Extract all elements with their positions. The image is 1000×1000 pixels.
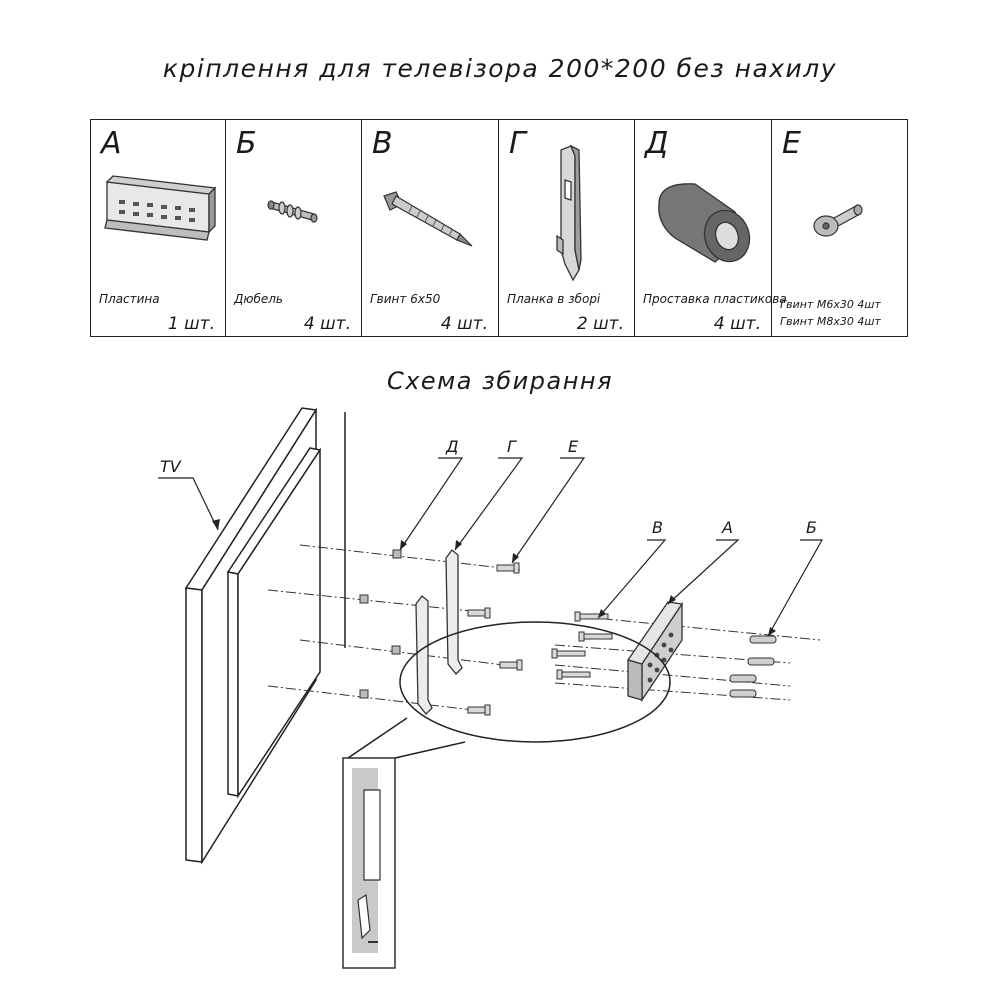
callout-d: Д: [445, 437, 459, 456]
part-qty: 4 шт.: [440, 314, 488, 334]
part-qty: 1 шт.: [167, 314, 215, 334]
part-name: Дюбель: [234, 292, 284, 306]
detail-callout: [342, 621, 671, 969]
axis-lines: [267, 544, 821, 713]
callout-tv: TV: [160, 457, 182, 476]
bolt-icon: [813, 204, 863, 237]
part-letter: Д: [645, 126, 669, 161]
part-letter: Б: [236, 126, 257, 161]
bolt-marks: [467, 562, 523, 716]
part-name: Гвинт М6х30 4шт: [780, 298, 881, 311]
screw-icon: [383, 191, 473, 247]
callout-a: А: [721, 518, 733, 537]
dowel-marks: [729, 635, 777, 698]
detail-strip: [352, 768, 381, 953]
part-qty: 4 шт.: [713, 314, 761, 334]
strip-icon: [556, 144, 582, 282]
plate-icon: [104, 175, 217, 241]
part-name-secondary: Гвинт М8х30 4шт: [780, 315, 881, 328]
part-cell-e: Е Гвинт М6х30 4шт Гвинт М8х30 4шт: [772, 120, 909, 336]
callout-e: Е: [568, 437, 579, 456]
spacer-icon: [658, 183, 751, 263]
part-name: Проставка пластикова: [643, 292, 787, 306]
page-title: кріплення для телевізора 200*200 без нах…: [162, 54, 838, 83]
callout-b: Б: [806, 518, 817, 537]
strip-marks: [415, 549, 463, 715]
part-letter: А: [101, 126, 122, 161]
part-name: Планка в зборі: [507, 292, 601, 306]
dowel-icon: [267, 200, 318, 223]
part-letter: Г: [509, 126, 526, 161]
part-cell-a: А Пластина 1 шт.: [91, 120, 226, 336]
plate-mark: [626, 601, 684, 703]
part-cell-d: Д Проставка пластикова 4 шт.: [635, 120, 787, 336]
leader-lines: [158, 457, 824, 637]
screw-marks: [551, 611, 613, 680]
parts-table: А Пластина 1 шт. Б: [90, 119, 908, 337]
callout-v: В: [652, 518, 663, 537]
scheme-title: Схема збирання: [386, 367, 614, 395]
part-letter: Е: [782, 126, 801, 161]
part-name: Пластина: [99, 292, 160, 306]
part-qty: 4 шт.: [303, 314, 351, 334]
leader-arrows: [212, 519, 776, 636]
callout-g: Г: [507, 437, 517, 456]
part-qty: 2 шт.: [576, 314, 624, 334]
part-cell-b: Б Дюбель 4 шт.: [226, 120, 362, 336]
spacer-marks: [359, 549, 402, 699]
part-cell-g: Г Планка в зборі 2 шт.: [499, 120, 635, 336]
part-cell-v: В Гвинт 6х50 4 шт.: [362, 120, 499, 336]
tv-panel: [184, 407, 346, 865]
part-name: Гвинт 6х50: [370, 292, 441, 306]
part-letter: В: [372, 126, 393, 161]
